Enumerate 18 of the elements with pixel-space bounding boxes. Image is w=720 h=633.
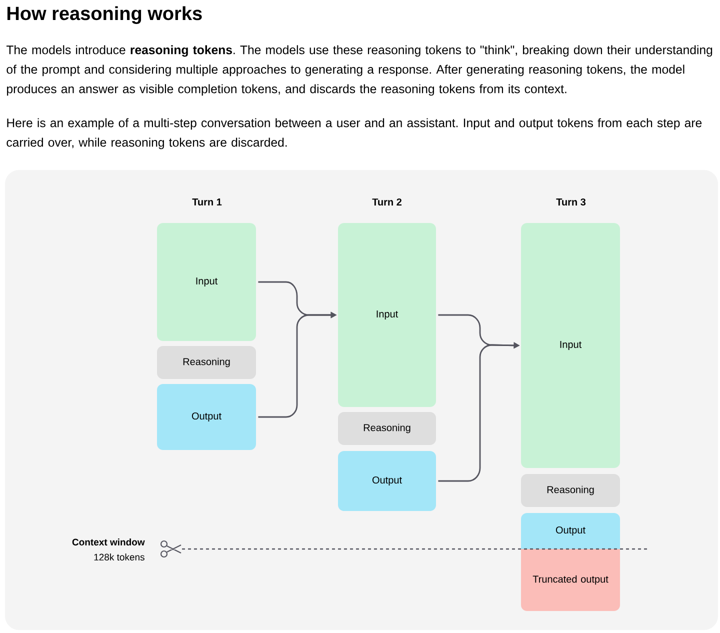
input-block: Input	[157, 223, 256, 341]
column-heading: Turn 2	[372, 198, 402, 206]
output-block: Output	[521, 513, 620, 549]
input-block: Input	[338, 223, 436, 407]
reasoning-block: Reasoning	[157, 346, 256, 379]
paragraph: The models introduce reasoning tokens. The models use these reasoning tokens to "think", breaking down their understanding of the prompt and considering multiple approaches to generating a response. After generating reasoning tokens, the model produces an answer as visible completion tokens, and discards the reasoning tokens from its context.	[6, 45, 712, 96]
paragraph: Here is an example of a multi-step conversation between a user and an assistant. Input and output tokens from each step are carried over, while reasoning tokens are discarded.	[6, 118, 702, 150]
heading: How reasoning works	[7, 6, 202, 24]
reasoning-block: Reasoning	[521, 474, 620, 507]
reasoning-block: Reasoning	[338, 412, 436, 445]
token-limit-label: 128k tokens	[94, 554, 144, 560]
column-heading: Turn 1	[192, 198, 222, 206]
column-heading: Turn 3	[556, 198, 586, 206]
output-block: Output	[338, 451, 436, 511]
truncated-block: Truncated output	[521, 549, 620, 611]
output-block: Output	[157, 384, 256, 450]
context-window-label: Context window	[72, 538, 145, 546]
input-block: Input	[521, 223, 620, 468]
